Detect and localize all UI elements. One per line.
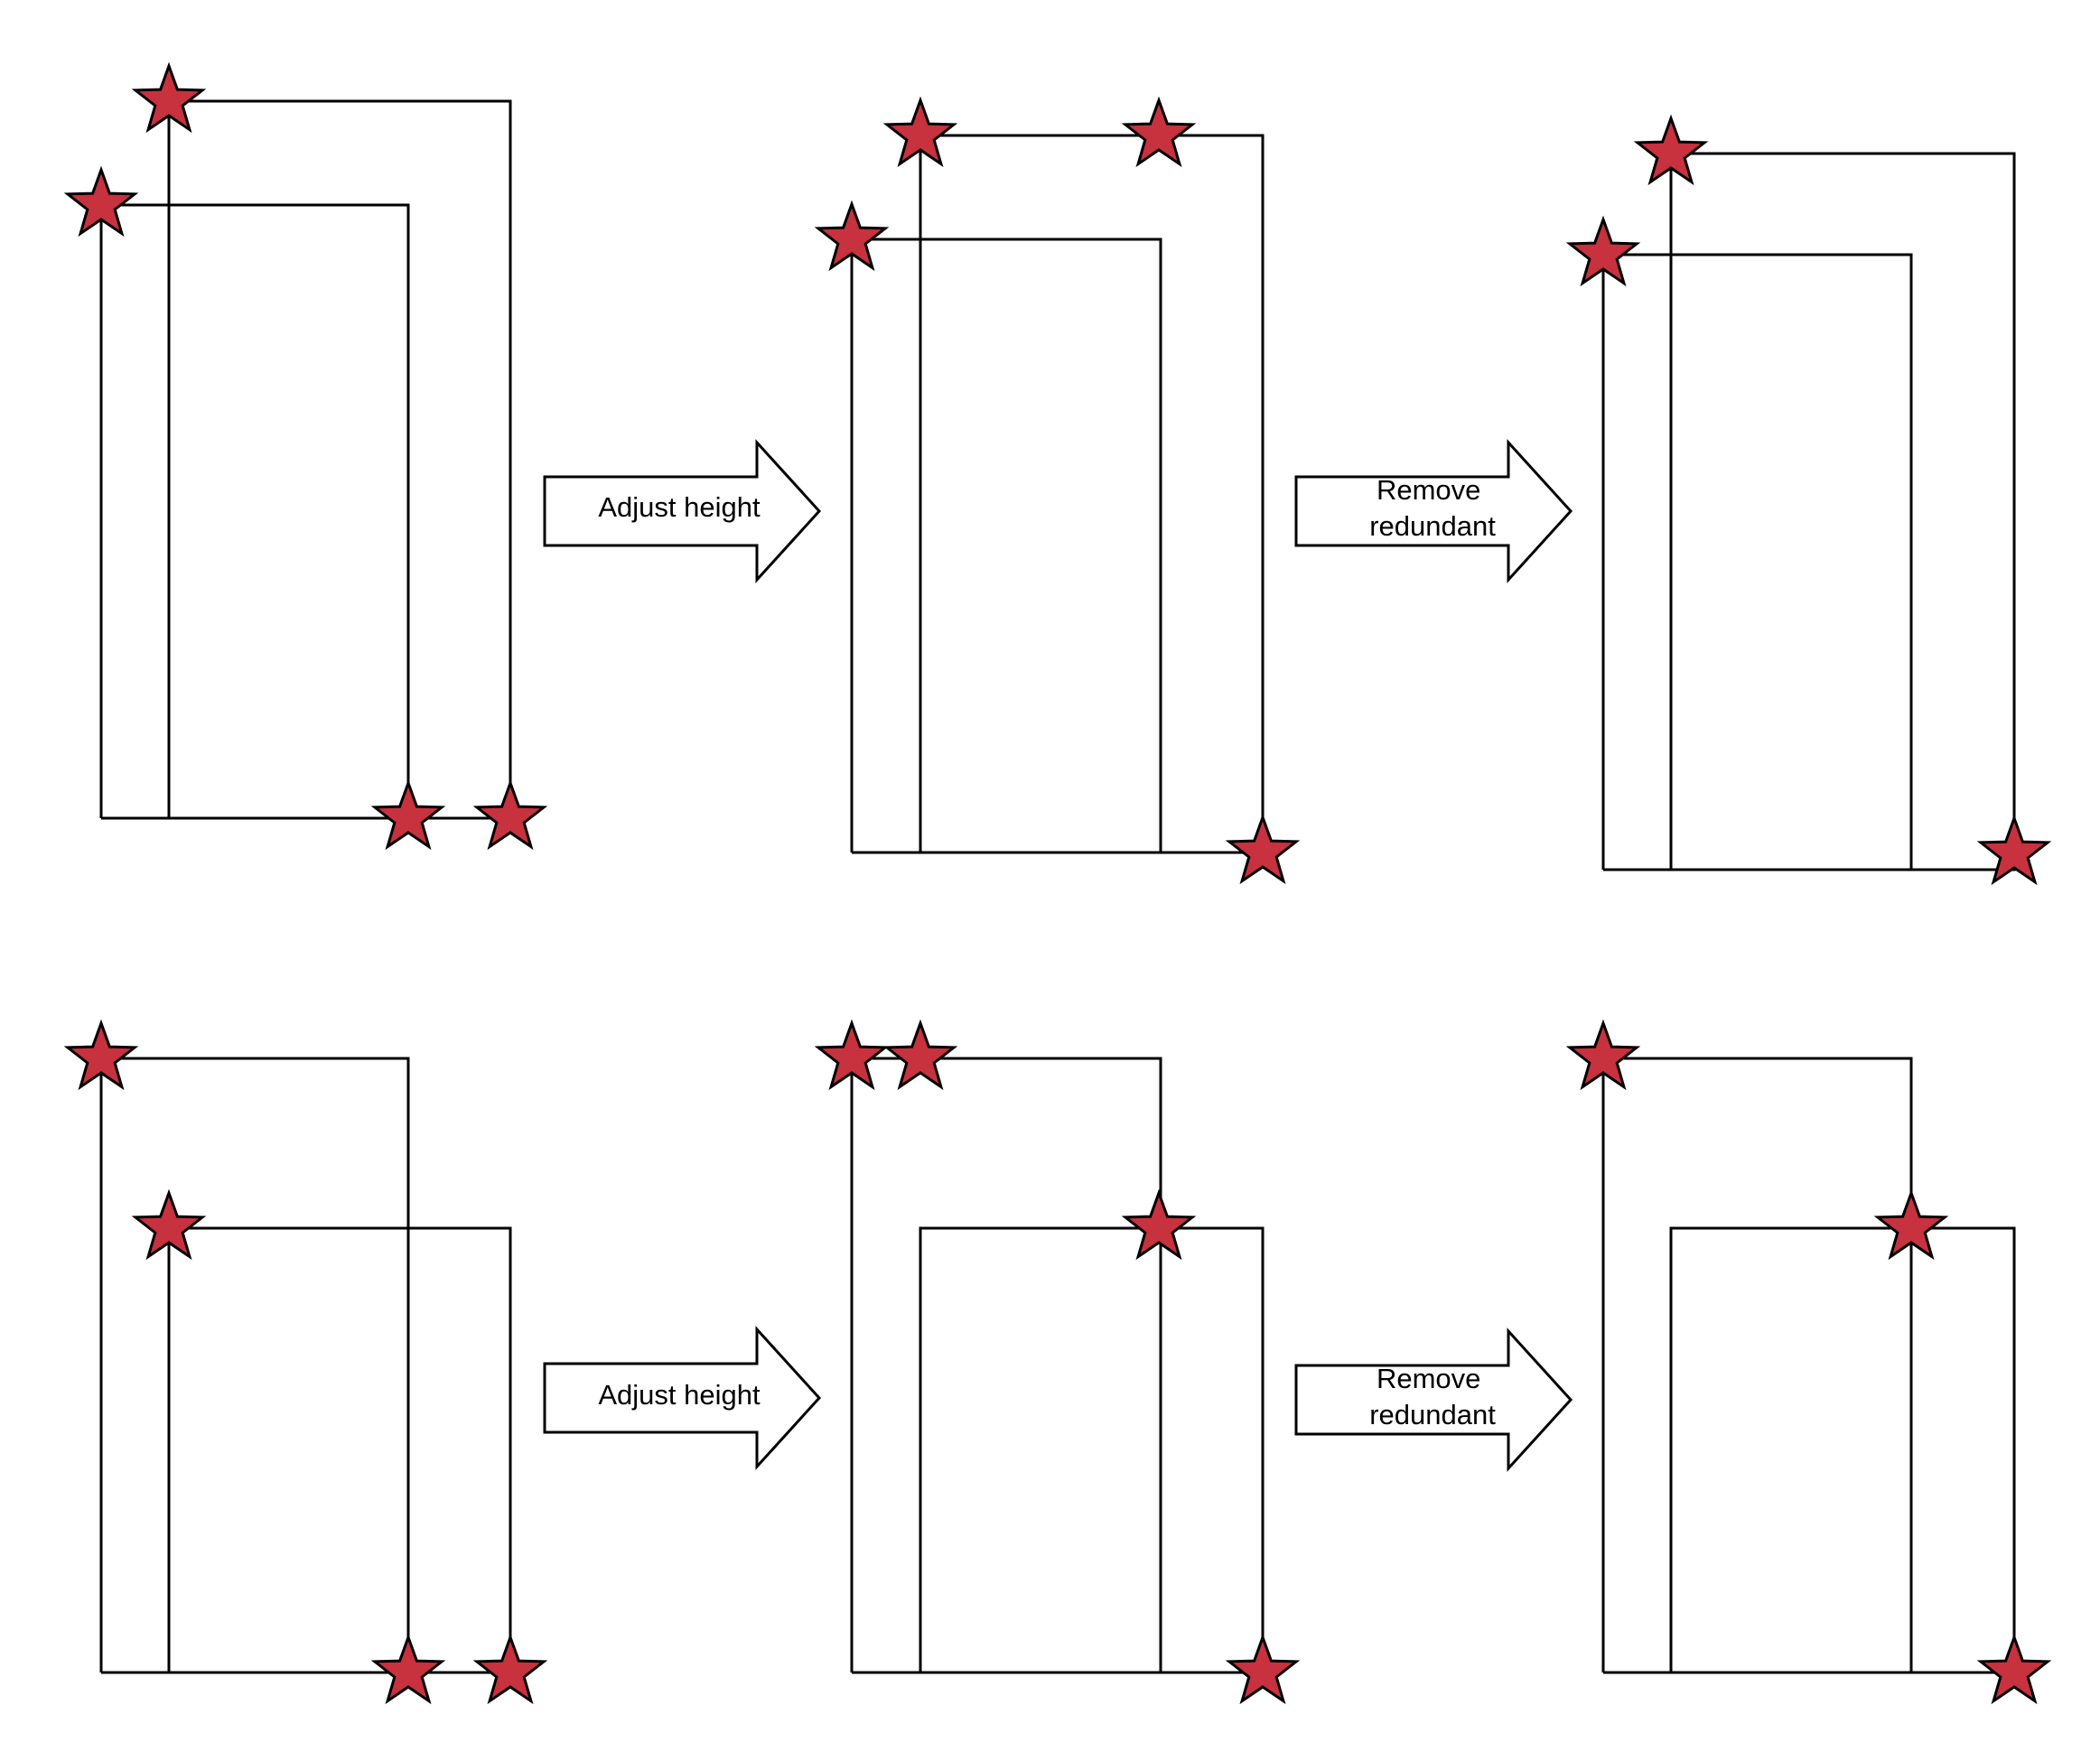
arrow-remove-redundant: Remove redundant — [1294, 439, 1573, 583]
arrow-label-line: redundant — [1369, 510, 1496, 542]
arrow-label: Adjust height — [598, 1379, 761, 1411]
tall-rectangle — [1601, 1057, 1913, 1674]
inner-rectangle — [99, 203, 410, 820]
short-rectangle — [919, 1226, 1265, 1674]
star-icon — [1124, 1191, 1194, 1259]
star-icon — [373, 781, 443, 849]
star-icon — [1979, 816, 2049, 884]
short-rectangle — [167, 1226, 512, 1674]
arrow-adjust-height: Adjust height — [543, 439, 822, 583]
arrow-label-line: Remove — [1377, 474, 1480, 506]
outer-rectangle — [167, 99, 512, 820]
top-panel-adjusted — [817, 98, 1298, 883]
bottom-panel-final — [1568, 1021, 2049, 1703]
arrow-label: Adjust height — [598, 491, 761, 523]
arrow-label-line: Adjust height — [598, 1379, 761, 1411]
star-icon — [1979, 1635, 2049, 1703]
outer-rectangle — [919, 134, 1265, 854]
star-icon — [475, 781, 546, 849]
bottom-panel-adjusted — [817, 1021, 1298, 1703]
inner-rectangle — [850, 238, 1162, 854]
tall-rectangle — [850, 1057, 1162, 1674]
top-row: Adjust height Remove redundant — [66, 64, 2049, 884]
top-panel-final — [1568, 116, 2049, 884]
bottom-panel-original — [66, 1021, 546, 1703]
arrow-shape — [1294, 439, 1573, 583]
arrow-label-line: Remove — [1377, 1363, 1480, 1394]
arrow-shape — [543, 1326, 822, 1470]
arrow-shape — [1294, 1328, 1573, 1472]
arrow-label: Remove redundant — [1369, 1363, 1496, 1430]
arrow-label-line: Adjust height — [598, 491, 761, 523]
tall-rectangle — [99, 1057, 410, 1674]
arrow-adjust-height: Adjust height — [543, 1326, 822, 1470]
star-icon — [373, 1635, 443, 1703]
top-panel-original — [66, 64, 546, 849]
short-rectangle — [1669, 1226, 2016, 1674]
star-icon — [1124, 98, 1194, 166]
star-icon — [885, 1021, 956, 1089]
star-icon — [475, 1635, 546, 1703]
arrow-label: Remove redundant — [1369, 474, 1496, 542]
arrow-label-line: redundant — [1369, 1399, 1496, 1430]
arrow-remove-redundant: Remove redundant — [1294, 1328, 1573, 1472]
arrow-shape — [543, 439, 822, 583]
inner-rectangle — [1601, 253, 1913, 871]
outer-rectangle — [1669, 152, 2016, 871]
star-icon — [1227, 1635, 1298, 1703]
bottom-row: Adjust height Remove redundant — [66, 1021, 2049, 1703]
star-icon — [1227, 815, 1298, 883]
